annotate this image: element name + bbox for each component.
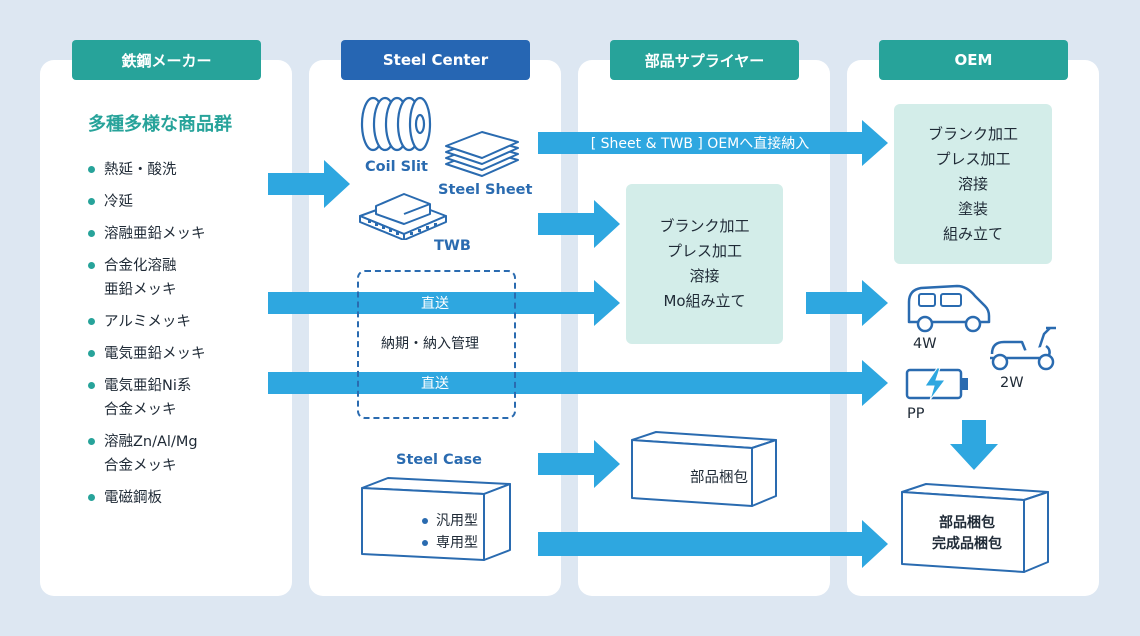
car-icon	[905, 282, 991, 338]
arrow-down-to-oem-packing	[950, 420, 998, 470]
arrow-direct-to-supplier	[268, 280, 620, 326]
steel-case-types: 汎用型専用型	[422, 510, 478, 554]
bullet-dot-icon	[88, 166, 95, 173]
delivery-management-label: 納期・納入管理	[381, 336, 479, 352]
vehicle-label-2w: 2W	[1000, 375, 1024, 391]
steel-case-label: Steel Case	[396, 452, 482, 468]
bullet-dot-icon	[88, 382, 95, 389]
product-item: 電気亜鉛メッキ	[88, 342, 288, 366]
vehicle-label-pp: PP	[907, 406, 925, 422]
arrow-case-to-supplier	[538, 440, 620, 488]
case-type-text: 汎用型	[436, 513, 478, 529]
arrow-sheet-twb-to-oem	[538, 120, 888, 166]
supplier-process-item: プレス加工	[666, 242, 742, 260]
product-item: 溶融Zn/Al/Mg 合金メッキ	[88, 430, 288, 478]
product-item-text: 電気亜鉛メッキ	[104, 346, 206, 362]
supplier-process-panel: ブランク加工プレス加工溶接 Mo組み立て	[626, 184, 783, 344]
product-item-text: 溶融亜鉛メッキ	[104, 226, 206, 242]
case-type-item: 汎用型	[422, 510, 478, 532]
product-item-text: 合金メッキ	[104, 402, 177, 418]
bullet-dot-icon	[88, 318, 95, 325]
product-item-text: 合金メッキ	[104, 458, 177, 474]
product-item: 電気亜鉛Ni系合金メッキ	[88, 374, 288, 422]
steel-maker-header: 鉄鋼メーカー	[72, 40, 261, 80]
product-item: 熱延・酸洗	[88, 158, 288, 182]
steel-sheet-label: Steel Sheet	[438, 182, 533, 198]
oem-process-item: 塗装	[957, 199, 988, 218]
scooter-icon	[986, 324, 1062, 376]
product-item-text: 合金化溶融	[104, 258, 177, 274]
sheet-twb-delivery-label: [ Sheet & TWB ] OEMへ直接納入	[590, 136, 810, 152]
steel-sheet-icon	[444, 130, 520, 184]
delivery-management-box	[357, 270, 516, 419]
case-type-text: 専用型	[436, 535, 478, 551]
coil-icon	[360, 94, 432, 158]
product-item: 合金化溶融亜鉛メッキ	[88, 254, 288, 302]
oem-process-item: 組み立て	[942, 224, 1003, 243]
coil-slit-label: Coil Slit	[365, 159, 428, 175]
bullet-dot-icon	[88, 438, 95, 445]
oem-packing-labels: 部品梱包完成品梱包	[912, 513, 1022, 555]
bullet-dot-icon	[88, 230, 95, 237]
product-item-text: 亜鉛メッキ	[104, 282, 177, 298]
arrow-maker-to-center	[268, 160, 350, 208]
battery-icon	[905, 366, 971, 406]
product-item: 電磁鋼板	[88, 486, 288, 510]
oem-packing-box-icon	[900, 482, 1050, 580]
product-item-text: 冷延	[104, 194, 133, 210]
product-item-text: 熱延・酸洗	[104, 162, 177, 178]
product-item-text: アルミメッキ	[104, 314, 191, 330]
oem-packing-text: 完成品梱包	[932, 536, 1002, 552]
supplier-process-item: ブランク加工	[659, 217, 750, 235]
case-type-item: 専用型	[422, 532, 478, 554]
supplier-packing-box-icon	[630, 430, 778, 514]
supplier-process-item: 溶接	[689, 267, 720, 285]
direct-delivery-label-2: 直送	[421, 376, 449, 392]
bullet-dot-icon	[88, 494, 95, 501]
product-item-text: 溶融Zn/Al/Mg	[104, 434, 198, 450]
oem-header: OEM	[879, 40, 1068, 80]
product-range-heading: 多種多様な商品群	[88, 114, 232, 135]
oem-process-item: ブランク加工	[927, 124, 1018, 143]
product-list: 熱延・酸洗冷延溶融亜鉛メッキ合金化溶融亜鉛メッキアルミメッキ電気亜鉛メッキ電気亜…	[88, 158, 288, 518]
bullet-dot-icon	[422, 540, 428, 546]
direct-delivery-label-1: 直送	[421, 296, 449, 312]
parts-supplier-header: 部品サプライヤー	[610, 40, 799, 80]
vehicle-label-4w: 4W	[913, 336, 937, 352]
arrow-supplier-to-oem	[806, 280, 888, 326]
oem-process-item: 溶接	[957, 174, 988, 193]
product-item-text: 電磁鋼板	[104, 490, 162, 506]
product-item-text: 電気亜鉛Ni系	[104, 378, 192, 394]
oem-packing-text: 部品梱包	[939, 515, 995, 531]
product-item: 冷延	[88, 190, 288, 214]
supplier-packing-label: 部品梱包	[690, 470, 748, 486]
arrow-direct-to-oem	[268, 360, 888, 406]
twb-label: TWB	[434, 238, 471, 254]
product-item: 溶融亜鉛メッキ	[88, 222, 288, 246]
steel-center-header: Steel Center	[341, 40, 530, 80]
arrow-case-to-oem	[538, 520, 888, 568]
bullet-dot-icon	[88, 262, 95, 269]
arrow-center-to-supplier	[538, 200, 620, 248]
twb-icon	[358, 190, 448, 244]
supplier-process-item: Mo組み立て	[663, 292, 746, 310]
steel-case-box-icon	[360, 476, 512, 576]
oem-process-item: プレス加工	[935, 149, 1011, 168]
bullet-dot-icon	[422, 518, 428, 524]
steel-maker-column	[40, 60, 292, 596]
product-item: アルミメッキ	[88, 310, 288, 334]
bullet-dot-icon	[88, 350, 95, 357]
oem-process-panel: ブランク加工プレス加工溶接塗装組み立て	[894, 104, 1052, 264]
bullet-dot-icon	[88, 198, 95, 205]
